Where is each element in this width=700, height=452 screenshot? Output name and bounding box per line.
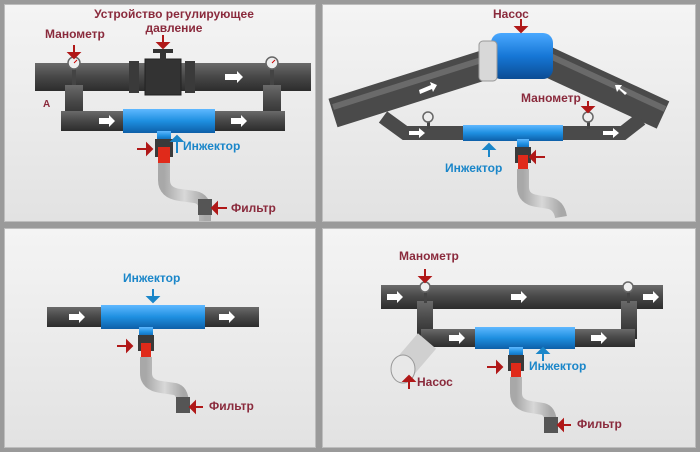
label-regulator: Устройство регулирующее давление xyxy=(89,7,259,35)
label-pump: Насос xyxy=(493,7,529,21)
valve-red xyxy=(141,343,151,357)
pointer-arrow-icon xyxy=(535,346,551,361)
label-injector: Инжектор xyxy=(183,139,241,153)
bypass-riser-right xyxy=(263,85,281,119)
flow-arrow-icon xyxy=(69,311,235,323)
panel-bottom-right: Манометр Насос Инжектор Фильтр xyxy=(322,228,696,448)
label-injector: Инжектор xyxy=(445,161,503,175)
pointer-arrow-icon xyxy=(169,134,185,153)
manometer-left-icon xyxy=(67,56,81,85)
injector-body xyxy=(101,305,205,329)
pump-flange xyxy=(478,40,498,82)
manometer-right-icon xyxy=(265,56,279,85)
panel-bottom-left: Инжектор Фильтр xyxy=(4,228,316,448)
valve-red xyxy=(518,155,528,169)
injector-body xyxy=(463,125,563,141)
injector-stem xyxy=(139,327,153,337)
regulator-handle xyxy=(153,49,173,53)
inlet-pipe xyxy=(328,48,496,128)
injector-body xyxy=(475,327,575,349)
label-manometer: Манометр xyxy=(45,27,105,41)
label-filter: Фильтр xyxy=(231,201,276,215)
label-filter: Фильтр xyxy=(209,399,254,413)
bypass-riser-left xyxy=(65,85,83,119)
filter-body xyxy=(544,417,558,433)
scheme-bypass-pump xyxy=(381,269,663,433)
injector-stem xyxy=(157,131,171,141)
panel-top-right: Насос Манометр Инжектор xyxy=(322,4,696,222)
label-manometer: Манометр xyxy=(521,91,581,105)
scheme-pump-bypass xyxy=(328,19,670,219)
pipe-coupling xyxy=(185,61,195,93)
suction-hose xyxy=(517,169,567,219)
label-filter: Фильтр xyxy=(577,417,622,431)
pointer-arrow-icon xyxy=(117,338,203,415)
flow-arrow-icon xyxy=(387,291,659,344)
label-marker-a: A xyxy=(43,99,51,110)
label-manometer: Манометр xyxy=(399,249,459,263)
flow-arrow-icon xyxy=(99,71,247,127)
scheme-inline-injector xyxy=(47,289,259,415)
outlet-pipe-highlight xyxy=(533,46,667,112)
outlet-pipe xyxy=(526,41,670,129)
pipe-coupling xyxy=(129,61,139,93)
label-injector: Инжектор xyxy=(529,359,587,373)
pointer-arrow-icon xyxy=(66,35,227,216)
regulator-stem xyxy=(160,51,166,60)
pump-body xyxy=(491,33,553,79)
pressure-regulator xyxy=(144,58,182,96)
manometer-right-icon xyxy=(622,281,634,303)
manometer-left-icon xyxy=(422,111,434,129)
injector-stem xyxy=(509,347,523,357)
label-regulator-line2: давление xyxy=(145,21,203,35)
label-pump: Насос xyxy=(417,375,453,389)
scheme-bypass-regulator xyxy=(35,35,311,221)
inlet-pipe-highlight xyxy=(332,54,492,110)
injector-body xyxy=(123,109,215,133)
filter-body xyxy=(198,199,212,215)
label-regulator-line1: Устройство регулирующее xyxy=(94,7,254,21)
filter-body xyxy=(176,397,190,413)
pointer-arrow-icon xyxy=(401,269,571,433)
valve-red xyxy=(511,363,521,377)
injector-stem xyxy=(517,139,529,149)
pointer-arrow-icon xyxy=(513,19,596,165)
pointer-arrow-icon xyxy=(145,289,161,304)
label-injector: Инжектор xyxy=(123,271,181,285)
panel-top-left: Манометр Устройство регулирующее давлени… xyxy=(4,4,316,222)
valve-red xyxy=(158,147,170,163)
flow-arrow-icon xyxy=(409,82,627,138)
pointer-arrow-icon xyxy=(481,142,497,157)
